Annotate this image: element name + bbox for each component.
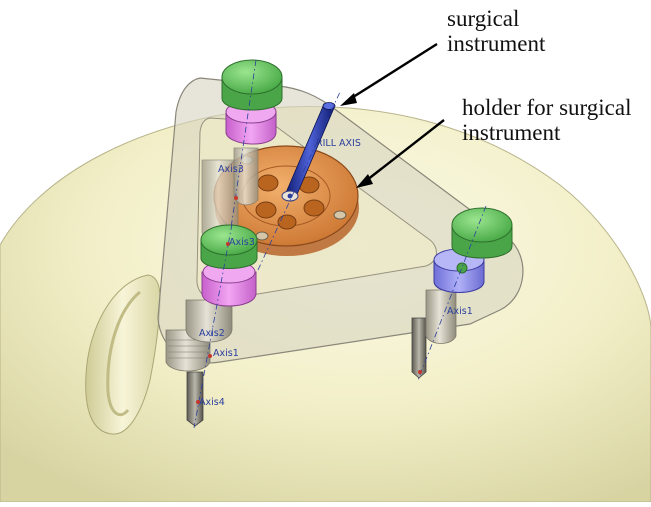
- holder-hole: [257, 174, 279, 192]
- green-cap: [221, 59, 283, 95]
- drill-axis-line: [257, 91, 341, 271]
- annotation-arrow-holder: [356, 119, 445, 188]
- holder-screw: [255, 231, 269, 241]
- axis3-front-label: Axis3: [229, 237, 255, 248]
- annotation-line: holder for surgical: [462, 95, 632, 120]
- ear-fold: [106, 290, 141, 416]
- axis2-front-label: Axis2: [199, 328, 225, 339]
- holder-hole: [255, 201, 277, 219]
- screw-axis-marker: [226, 242, 230, 246]
- annotation-line: surgical: [447, 6, 520, 31]
- drill-axis-marker: [287, 193, 293, 199]
- pin-assembly-right: [411, 205, 513, 381]
- screw-axis-marker: [234, 196, 238, 200]
- holder-hole: [277, 214, 297, 230]
- annotation-arrow-instrument: [340, 42, 438, 106]
- screw-axis-marker: [196, 400, 200, 404]
- screw-axis-marker: [208, 354, 212, 358]
- annotation-line: instrument: [462, 120, 561, 145]
- axis3-back-label: Axis3: [218, 164, 244, 175]
- drill-axis-label: RILL AXIS: [316, 138, 361, 149]
- pin-assembly-front: [165, 223, 258, 429]
- pin-assembly-back-left: [201, 59, 283, 249]
- annotation-line: instrument: [447, 31, 546, 56]
- surgical-instrument: [281, 102, 336, 202]
- annotation-surgical-instrument: surgical instrument: [447, 6, 545, 56]
- screw-axis-marker: [418, 370, 422, 374]
- annotation-holder: holder for surgical instrument: [462, 95, 631, 145]
- holder-hole: [303, 199, 325, 217]
- holder-screw: [333, 210, 347, 220]
- axis1-front-label: Axis1: [213, 348, 239, 359]
- green-cap: [451, 207, 513, 243]
- axis1-right-label: Axis1: [447, 306, 473, 317]
- axis4-label: Axis4: [199, 397, 225, 408]
